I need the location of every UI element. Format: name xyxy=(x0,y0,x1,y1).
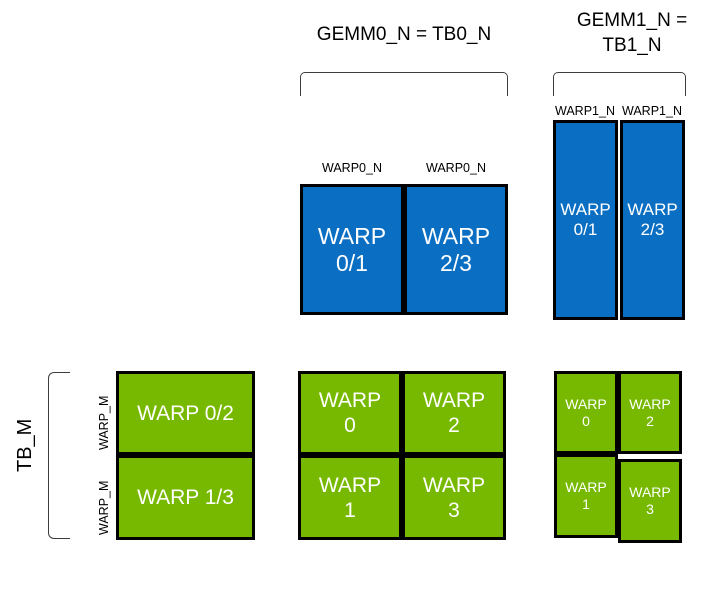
warp0-n-label-right: WARP0_N xyxy=(426,161,486,175)
green-warp-cell-right-2-line2: 1 xyxy=(582,496,590,512)
green-warp-cell-right-2-line1: WARP xyxy=(565,479,607,495)
green-warp-cell-middle-2-line2: 1 xyxy=(344,498,356,522)
green-warp-cell-right-0-line1: WARP xyxy=(565,395,607,412)
warp-m-label-top: WARP_M xyxy=(97,395,111,450)
green-warp-cell-right-1-line1: WARP xyxy=(629,395,671,412)
blue-warp-cell-gemm0-0-line1: WARP xyxy=(317,222,387,249)
green-warp-cell-right-0-line2: 0 xyxy=(582,412,590,429)
tb-m-label: TB_M xyxy=(14,418,36,472)
green-warp-cell-right-1-line2: 2 xyxy=(646,412,654,429)
warp1-n-label-left: WARP1_N xyxy=(555,104,615,118)
green-warp-cell-middle-3-line1: WARP xyxy=(422,473,486,497)
green-warp-cell-left-1: WARP 1/3 xyxy=(116,455,255,540)
blue-warp-cell-gemm1-1-line2: 2/3 xyxy=(640,220,665,239)
gemm1-title-line2: TB1_N xyxy=(602,35,662,56)
green-warp-cell-right-3-line2: 3 xyxy=(646,501,654,517)
gemm1-span-bracket xyxy=(553,72,686,96)
blue-warp-cell-gemm1-1-line1: WARP xyxy=(627,200,678,219)
green-warp-cell-left-0: WARP 0/2 xyxy=(116,371,255,455)
green-warp-cell-right-3-line1: WARP xyxy=(629,484,671,500)
blue-warp-cell-gemm0-0-line2: 0/1 xyxy=(336,249,368,276)
gemm1-title-line1: GEMM1_N = xyxy=(576,10,688,31)
green-warp-cell-left-0-label: WARP 0/2 xyxy=(137,401,234,425)
green-warp-cell-middle-2-line1: WARP xyxy=(318,473,382,497)
blue-warp-cell-gemm1-0-line1: WARP xyxy=(560,200,611,219)
green-warp-cell-middle-3-line2: 3 xyxy=(448,498,460,522)
green-warp-cell-middle-0-line1: WARP xyxy=(318,389,382,412)
green-warp-cell-left-1-label: WARP 1/3 xyxy=(137,486,234,509)
blue-warp-cell-gemm0-1-line2: 2/3 xyxy=(440,249,472,276)
green-warp-cell-middle-1-line1: WARP xyxy=(422,389,486,412)
blue-warp-cell-gemm1-0-line2: 0/1 xyxy=(573,220,598,239)
gemm0-title: GEMM0_N = TB0_N xyxy=(316,24,492,45)
gemm0-span-bracket xyxy=(300,72,508,96)
warp1-n-label-right: WARP1_N xyxy=(622,104,682,118)
green-warp-cell-middle-0-line2: 0 xyxy=(344,414,356,437)
warp-m-label-bottom: WARP_M xyxy=(97,480,111,535)
tb-m-span-bracket xyxy=(48,372,70,539)
green-warp-cell-middle-1-line2: 2 xyxy=(448,414,460,437)
warp0-n-label-left: WARP0_N xyxy=(322,161,382,175)
blue-warp-cell-gemm0-1-line1: WARP xyxy=(421,222,491,249)
